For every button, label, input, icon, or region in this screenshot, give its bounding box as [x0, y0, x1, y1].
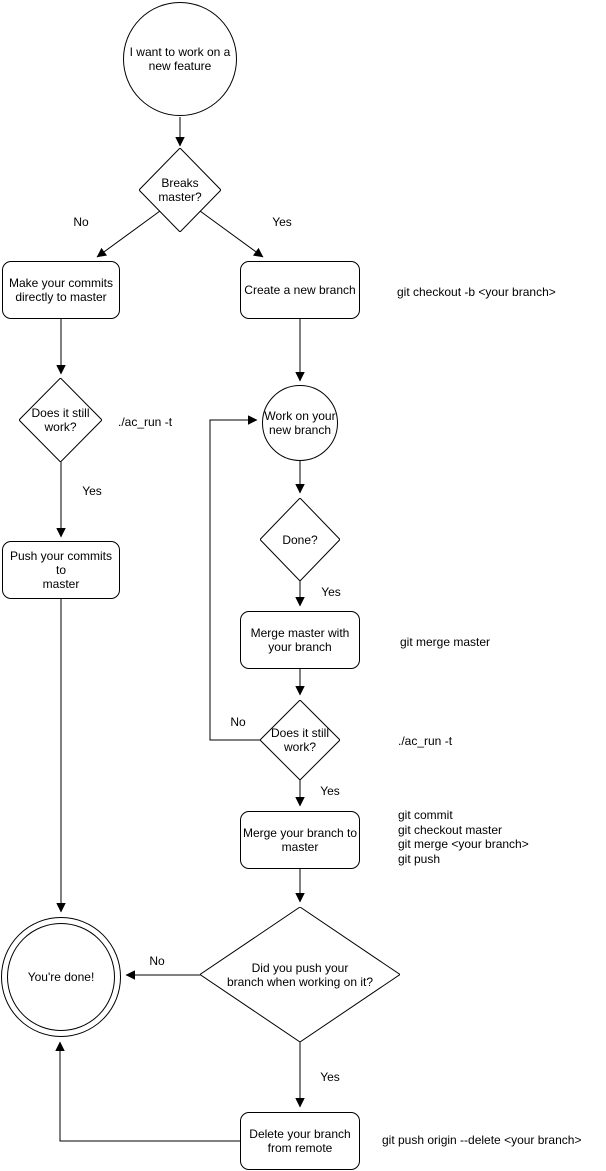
node-done-q: Done?: [260, 498, 340, 581]
node-start-label: I want to work on a new feature: [129, 45, 231, 73]
node-does-it-work-2-label: Does it still work?: [270, 726, 329, 754]
edge-delete-loop-to-done-circle: [55, 1041, 240, 1142]
node-delete-branch-label: Delete your branch from remote: [249, 1127, 351, 1155]
node-breaks-master-label: Breaks master?: [158, 176, 202, 204]
diamond-shape: [19, 378, 102, 462]
node-does-it-work-2: Does it still work?: [260, 700, 340, 780]
node-push-commits: Push your commits to master: [2, 541, 120, 599]
node-did-you-push: Did you push your branch when working on…: [200, 907, 400, 1042]
edge-label-no-breaks: No: [72, 215, 90, 229]
node-youre-done-inner-ring: You're done!: [7, 923, 115, 1031]
node-merge-master-label: Merge master with your branch: [250, 626, 350, 654]
edge-label-yes-work1: Yes: [81, 484, 103, 498]
annotation-checkout-cmd: git checkout -b <your branch>: [397, 284, 556, 299]
diamond-shape: [200, 907, 400, 1042]
node-youre-done: You're done!: [1, 917, 121, 1037]
node-merge-master: Merge master with your branch: [240, 611, 360, 669]
node-youre-done-label: You're done!: [27, 970, 95, 984]
edge-label-no-pushed: No: [148, 954, 166, 968]
node-work-branch-label: Work on your new branch: [264, 409, 336, 437]
node-start: I want to work on a new feature: [123, 2, 237, 116]
node-make-commits-label: Make your commits directly to master: [8, 276, 114, 304]
edge-label-yes-pushed: Yes: [319, 1070, 341, 1084]
node-create-branch: Create a new branch: [240, 261, 360, 319]
node-push-commits-label: Push your commits to master: [9, 549, 113, 591]
edge-label-yes-done: Yes: [320, 585, 342, 599]
edge-work2-no-loop-to-work-branch: [209, 415, 260, 741]
edge-breaks-no-to-make-commits: [96, 210, 161, 258]
edge-label-yes-breaks: Yes: [271, 215, 293, 229]
annotation-ac-run-2: ./ac_run -t: [398, 733, 453, 748]
edge-label-yes-work2: Yes: [319, 784, 341, 798]
annotation-ac-run-1: ./ac_run -t: [118, 414, 173, 429]
diamond-shape: [260, 700, 340, 780]
node-merge-branch-label: Merge your branch to master: [242, 826, 358, 854]
edge-breaks-yes-to-create-branch: [199, 210, 264, 258]
node-merge-branch: Merge your branch to master: [240, 811, 360, 869]
diamond-shape: [139, 148, 221, 232]
node-make-commits: Make your commits directly to master: [2, 261, 120, 319]
annotation-merge-branch-cmds: git commit git checkout master git merge…: [398, 808, 529, 866]
diamond-shape: [260, 498, 340, 581]
node-does-it-work-1-label: Does it still work?: [31, 406, 90, 434]
annotation-merge-master-cmd: git merge master: [400, 634, 491, 649]
node-does-it-work-1: Does it still work?: [19, 378, 102, 462]
node-breaks-master: Breaks master?: [139, 148, 221, 232]
node-create-branch-label: Create a new branch: [244, 283, 356, 297]
node-delete-branch: Delete your branch from remote: [240, 1112, 360, 1170]
annotation-delete-cmd: git push origin --delete <your branch>: [382, 1132, 582, 1147]
node-did-you-push-label: Did you push your branch when working on…: [226, 960, 374, 989]
node-work-branch: Work on your new branch: [262, 385, 338, 461]
edge-label-no-work2: No: [229, 715, 247, 729]
node-done-q-label: Done?: [282, 532, 318, 547]
